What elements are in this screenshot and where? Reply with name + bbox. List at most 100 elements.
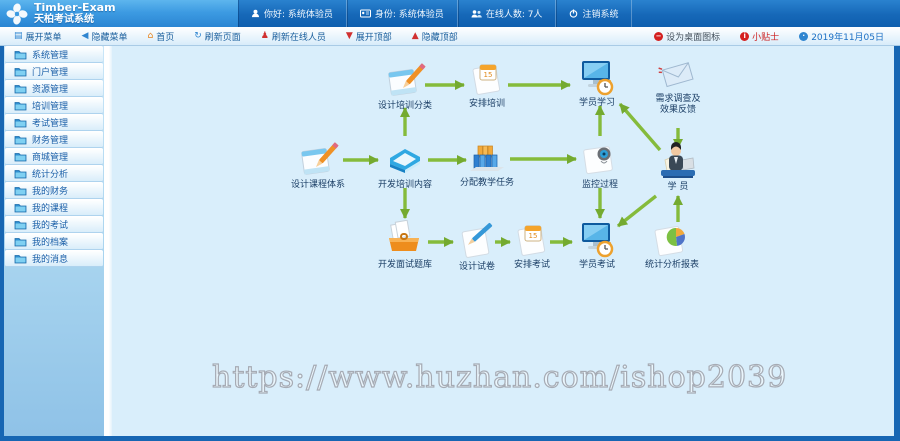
svg-text:15: 15	[484, 71, 493, 79]
folder-icon	[14, 236, 27, 247]
sidebar-item-my-messages[interactable]: 我的消息	[5, 250, 103, 267]
book-icon	[360, 140, 450, 180]
logout[interactable]: 注销系统	[556, 0, 633, 27]
toolbar-refresh-online-users[interactable]: ♟刷新在线人员	[251, 30, 336, 43]
flow-node-demand-survey-feedback: 需求调查及效果反馈	[633, 54, 723, 116]
svg-text:15: 15	[529, 232, 538, 240]
sidebar-item-system-management[interactable]: 系统管理	[5, 46, 103, 63]
flow-node-assign-teaching-tasks: 分配教学任务	[442, 138, 532, 189]
sidebar-item-statistics-analysis[interactable]: 统计分析	[5, 165, 103, 182]
flow-node-label: 设计试卷	[458, 262, 495, 272]
sidebar-item-label: 系统管理	[32, 51, 69, 61]
user-greeting: 你好: 系统体验员	[238, 0, 347, 27]
toolbar-set-desktop-icon-label: 设为桌面图标	[666, 32, 721, 43]
user-identity-label: 身份: 系统体验员	[374, 10, 444, 20]
sidebar-item-label: 考试管理	[32, 119, 69, 129]
expand-top-icon: ▼	[345, 31, 353, 41]
folder-icon	[14, 83, 27, 94]
sidebar-splitter[interactable]	[104, 46, 112, 436]
toolbar-expand-menu-label: 展开菜单	[25, 32, 62, 43]
folder-icon	[14, 49, 27, 60]
hide-top-icon: ▲	[411, 31, 419, 41]
folder-icon	[14, 185, 27, 196]
flow-node-label: 安排培训	[468, 99, 505, 109]
flow-node-label: 开发培训内容	[377, 180, 432, 190]
watermark-text: https://www.huzhan.com/ishop2039	[211, 359, 788, 395]
flow-node-develop-training-content: 开发培训内容	[360, 140, 450, 191]
toolbar-expand-top-label: 展开顶部	[355, 32, 392, 43]
page-pencil-icon	[432, 222, 522, 262]
folder-icon	[14, 202, 27, 213]
sidebar-item-label: 我的考试	[32, 221, 69, 231]
sidebar-item-my-files[interactable]: 我的档案	[5, 233, 103, 250]
refresh-users-icon: ♟	[260, 31, 269, 41]
online-count-label: 在线人数: 7人	[485, 10, 543, 20]
folder-icon	[14, 100, 27, 111]
sidebar-item-exam-management[interactable]: 考试管理	[5, 114, 103, 131]
sidebar-item-my-courses[interactable]: 我的课程	[5, 199, 103, 216]
flow-node-design-test-paper: 设计试卷	[432, 222, 522, 273]
sidebar-item-finance-management[interactable]: 财务管理	[5, 131, 103, 148]
calendar-icon: 15	[487, 220, 577, 260]
user-greeting-label: 你好: 系统体验员	[264, 10, 333, 20]
flow-node-label: 统计分析报表	[644, 260, 699, 270]
sidebar-item-label: 我的财务	[32, 187, 69, 197]
sidebar-item-label: 我的档案	[32, 238, 69, 248]
monitor-clock-icon	[552, 220, 642, 260]
folder-icon	[14, 253, 27, 264]
toolbar-refresh-page-label: 刷新页面	[204, 32, 241, 43]
flow-node-monitor-process: 监控过程	[555, 140, 645, 191]
sidebar-item-mall-management[interactable]: 商城管理	[5, 148, 103, 165]
monitor-clock-icon	[552, 58, 642, 98]
sidebar-item-label: 门户管理	[32, 68, 69, 78]
sidebar-item-my-finance[interactable]: 我的财务	[5, 182, 103, 199]
flow-node-label: 开发面试题库	[377, 260, 432, 270]
flow-node-label: 监控过程	[581, 180, 618, 190]
toolbar-set-desktop-icon[interactable]: −设为桌面图标	[644, 30, 730, 43]
folder-icon	[14, 219, 27, 230]
toolbar-refresh-page[interactable]: ↻刷新页面	[184, 30, 251, 43]
toolbar-hide-menu-label: 隐藏菜单	[91, 32, 128, 43]
toolbar-tips-label: 小贴士	[752, 32, 780, 43]
folder-icon	[14, 117, 27, 128]
tips-icon: i	[740, 31, 750, 41]
flow-node-label: 设计课程体系	[290, 180, 345, 190]
logout-label: 注销系统	[582, 10, 619, 20]
flow-node-design-course-system: 设计课程体系	[273, 140, 363, 191]
toolbar-date[interactable]: ·2019年11月05日	[789, 30, 894, 43]
flow-node-student-learning: 学员学习	[552, 58, 642, 109]
online-count: 在线人数: 7人	[458, 0, 557, 27]
toolbar-home[interactable]: ⌂首页	[137, 30, 184, 43]
sidebar-item-label: 我的消息	[32, 255, 69, 265]
mail-feedback-icon	[633, 54, 723, 94]
main-content: 设计培训分类 15 安排培训 学员学习需求调查及效果反馈设计课程体系 开发培训内容 分配教…	[112, 46, 894, 436]
toolbar-refresh-online-users-label: 刷新在线人员	[271, 32, 326, 43]
sidebar-item-label: 培训管理	[32, 102, 69, 112]
toolbar-left: ▤展开菜单◀隐藏菜单⌂首页↻刷新页面♟刷新在线人员▼展开顶部▲隐藏顶部	[0, 30, 468, 43]
toolbar-hide-top[interactable]: ▲隐藏顶部	[402, 30, 468, 43]
flow-node-label: 学员考试	[578, 260, 615, 270]
logo-pinwheel-icon	[6, 3, 28, 25]
flow-node-design-training-category: 设计培训分类	[360, 61, 450, 112]
toolbox-icon	[360, 219, 450, 260]
flow-node-label: 需求调查及	[655, 94, 701, 104]
logo-title: Timber-Exam	[34, 1, 116, 14]
flow-node-label: 分配教学任务	[459, 178, 514, 188]
sidebar-item-resource-management[interactable]: 资源管理	[5, 80, 103, 97]
user-icon	[251, 9, 260, 18]
sidebar-menu: 系统管理门户管理资源管理培训管理考试管理财务管理商城管理统计分析我的财务我的课程…	[4, 46, 104, 436]
sidebar-item-my-exams[interactable]: 我的考试	[5, 216, 103, 233]
toolbar-hide-top-label: 隐藏顶部	[421, 32, 458, 43]
logo-text: Timber-Exam 天柏考试系统	[34, 2, 116, 26]
online-users-icon	[471, 9, 482, 18]
toolbar-hide-menu[interactable]: ◀隐藏菜单	[72, 30, 138, 43]
sidebar-item-training-management[interactable]: 培训管理	[5, 97, 103, 114]
clock-icon: ·	[799, 31, 809, 41]
toolbar-expand-menu[interactable]: ▤展开菜单	[4, 30, 72, 43]
sidebar-item-portal-management[interactable]: 门户管理	[5, 63, 103, 80]
pie-chart-icon	[627, 220, 717, 260]
toolbar-expand-top[interactable]: ▼展开顶部	[336, 30, 402, 43]
